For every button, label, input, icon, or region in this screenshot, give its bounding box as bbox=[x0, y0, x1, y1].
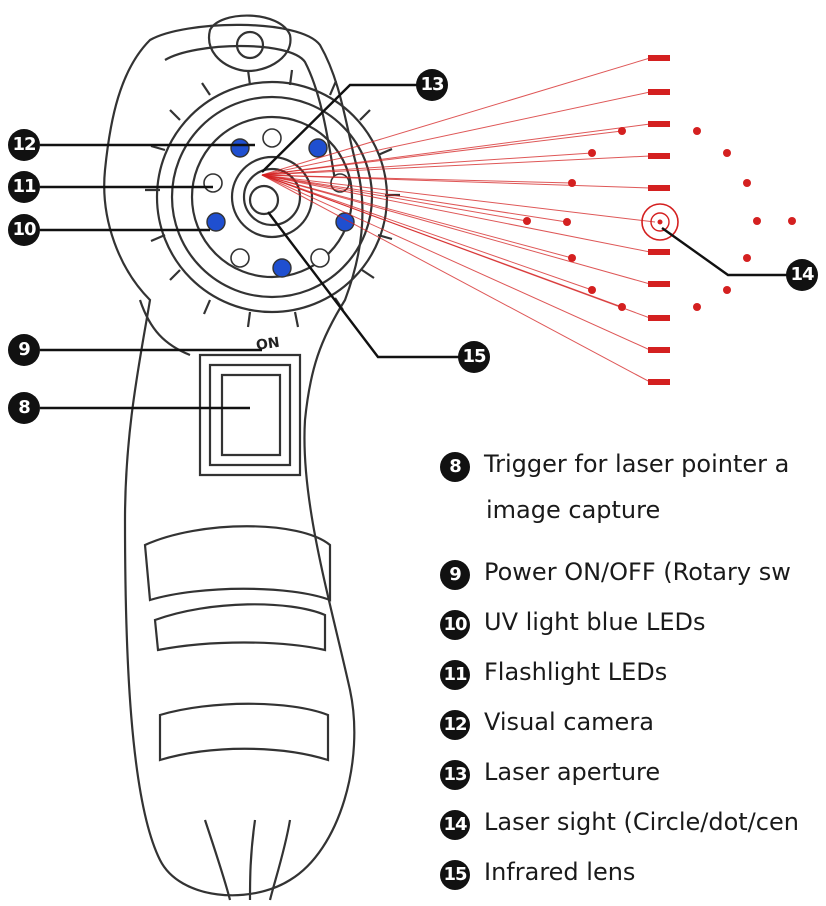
leader-lines bbox=[40, 83, 790, 410]
laser-dot bbox=[788, 217, 796, 225]
laser-rays bbox=[261, 55, 796, 385]
legend-badge: 8 bbox=[440, 452, 470, 482]
legend-text: Trigger for laser pointer a bbox=[484, 450, 790, 478]
callout-8: 8 bbox=[8, 392, 40, 424]
laser-ray bbox=[261, 57, 651, 176]
legend-item-9: 9 Power ON/OFF (Rotary sw bbox=[440, 554, 826, 604]
legend-badge: 15 bbox=[440, 860, 470, 890]
legend-badge: 13 bbox=[440, 760, 470, 790]
laser-dot bbox=[568, 179, 576, 187]
legend-item-10: 10 UV light blue LEDs bbox=[440, 604, 826, 654]
laser-ray bbox=[261, 174, 651, 253]
laser-target bbox=[641, 203, 679, 241]
laser-ray bbox=[261, 123, 651, 176]
device-body bbox=[103, 14, 400, 901]
laser-dash bbox=[648, 153, 670, 159]
callout-12: 12 bbox=[8, 129, 40, 161]
legend: 8 Trigger for laser pointer a image capt… bbox=[440, 446, 826, 904]
laser-dot bbox=[743, 179, 751, 187]
laser-ray bbox=[261, 130, 623, 176]
legend-text: UV light blue LEDs bbox=[484, 608, 706, 636]
legend-text: Power ON/OFF (Rotary sw bbox=[484, 558, 791, 586]
callout-13: 13 bbox=[416, 69, 448, 101]
legend-badge: 11 bbox=[440, 660, 470, 690]
callout-9: 9 bbox=[8, 334, 40, 366]
laser-dash bbox=[648, 347, 670, 353]
laser-ray bbox=[261, 174, 651, 383]
laser-dot bbox=[693, 127, 701, 135]
legend-text: Flashlight LEDs bbox=[484, 658, 668, 686]
legend-badge: 12 bbox=[440, 710, 470, 740]
laser-dash bbox=[648, 281, 670, 287]
laser-dot bbox=[723, 149, 731, 157]
laser-ray bbox=[261, 174, 656, 223]
laser-dot bbox=[588, 286, 596, 294]
laser-ray bbox=[261, 174, 651, 351]
callout-11: 11 bbox=[8, 171, 40, 203]
laser-dot bbox=[753, 217, 761, 225]
laser-dash bbox=[648, 379, 670, 385]
legend-item-15: 15 Infrared lens bbox=[440, 854, 826, 904]
laser-ray bbox=[261, 152, 593, 176]
laser-dot bbox=[723, 286, 731, 294]
laser-ray bbox=[261, 174, 593, 291]
laser-ray bbox=[261, 174, 573, 184]
laser-ray bbox=[261, 174, 568, 223]
laser-dot bbox=[743, 254, 751, 262]
laser-dash bbox=[648, 55, 670, 61]
legend-text: Laser aperture bbox=[484, 758, 661, 786]
legend-text: Visual camera bbox=[484, 708, 654, 736]
laser-dot bbox=[588, 149, 596, 157]
legend-item-12: 12 Visual camera bbox=[440, 704, 826, 754]
legend-item-13: 13 Laser aperture bbox=[440, 754, 826, 804]
uv-blue-leds bbox=[206, 138, 355, 278]
laser-ray bbox=[261, 155, 651, 176]
legend-item-8: 8 Trigger for laser pointer a image capt… bbox=[440, 446, 826, 554]
laser-dash bbox=[648, 315, 670, 321]
laser-dot bbox=[563, 218, 571, 226]
laser-ray bbox=[261, 174, 651, 285]
laser-dot bbox=[618, 127, 626, 135]
legend-item-11: 11 Flashlight LEDs bbox=[440, 654, 826, 704]
laser-dash bbox=[648, 89, 670, 95]
callout-10: 10 bbox=[8, 214, 40, 246]
laser-dash bbox=[648, 249, 670, 255]
laser-dot bbox=[568, 254, 576, 262]
legend-text-line2: image capture bbox=[486, 496, 661, 524]
laser-dot bbox=[693, 303, 701, 311]
laser-ray bbox=[261, 174, 623, 308]
legend-badge: 9 bbox=[440, 560, 470, 590]
callout-14: 14 bbox=[786, 259, 818, 291]
legend-badge: 10 bbox=[440, 610, 470, 640]
laser-dash bbox=[648, 121, 670, 127]
legend-badge: 14 bbox=[440, 810, 470, 840]
laser-ray bbox=[261, 174, 573, 259]
callout-15: 15 bbox=[458, 341, 490, 373]
legend-text: Infrared lens bbox=[484, 858, 636, 886]
laser-dot bbox=[618, 303, 626, 311]
laser-ray bbox=[261, 91, 651, 176]
laser-dot bbox=[523, 217, 531, 225]
laser-ray bbox=[261, 174, 528, 222]
laser-dash bbox=[648, 185, 670, 191]
legend-item-14: 14 Laser sight (Circle/dot/cen bbox=[440, 804, 826, 854]
legend-text: Laser sight (Circle/dot/cen bbox=[484, 808, 799, 836]
